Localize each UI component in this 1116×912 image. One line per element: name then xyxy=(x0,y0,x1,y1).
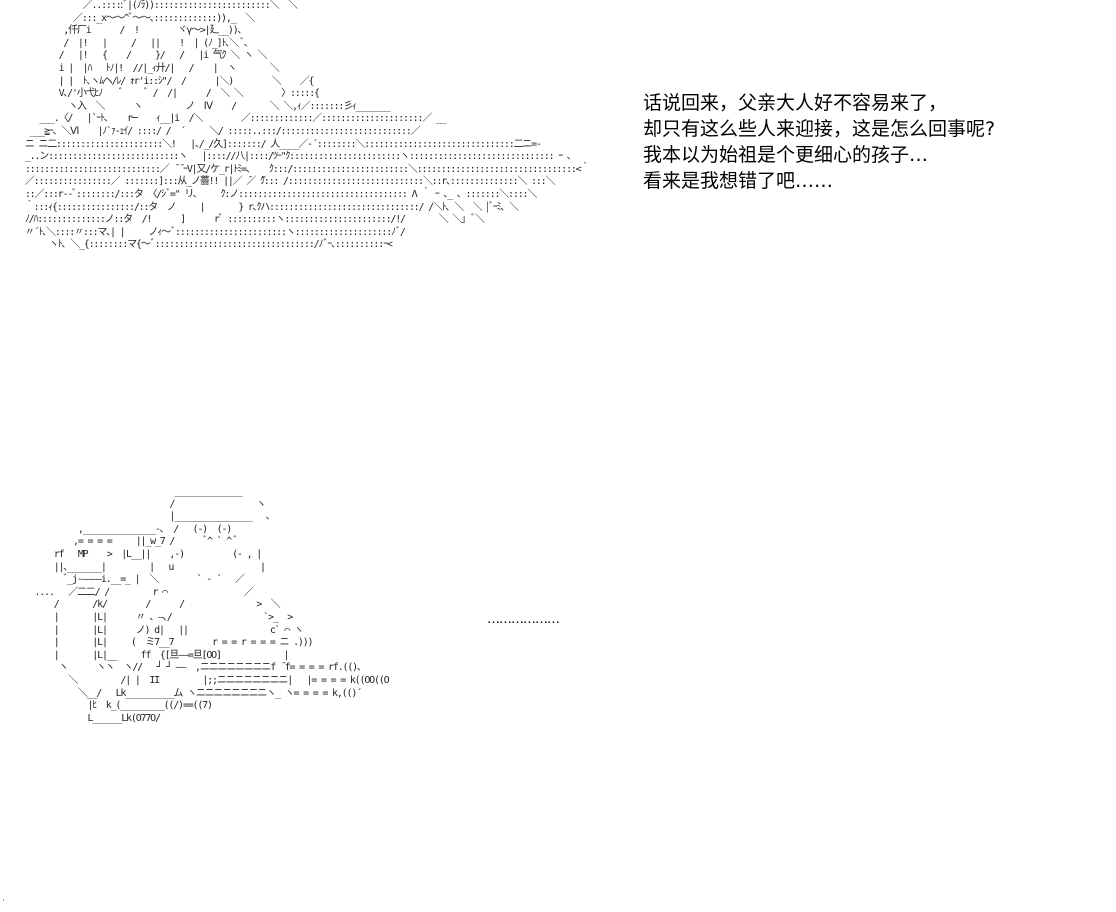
ascii-art-top: ／..:::::ﾞ|(ﾉﾗ))::::::::::::::::::::::::＼… xyxy=(24,0,591,251)
dialogue-box: 话说回来，父亲大人好不容易来了， 却只有这么些人来迎接，这是怎么回事呢? 我本以… xyxy=(643,90,1113,194)
ascii-art-bottom: ______________ / ヽ |________________ ､ ,… xyxy=(34,486,389,724)
reply-ellipsis: ……………… xyxy=(487,612,560,627)
dialogue-line: 看来是我想错了吧…… xyxy=(643,170,834,192)
dialogue-line: 我本以为始祖是个更细心的孩子… xyxy=(643,144,929,166)
dialogue-line: 话说回来，父亲大人好不容易来了， xyxy=(643,92,948,114)
dialogue-line: 却只有这么些人来迎接，这是怎么回事呢? xyxy=(643,118,996,140)
corner-mark: · xyxy=(2,896,5,906)
